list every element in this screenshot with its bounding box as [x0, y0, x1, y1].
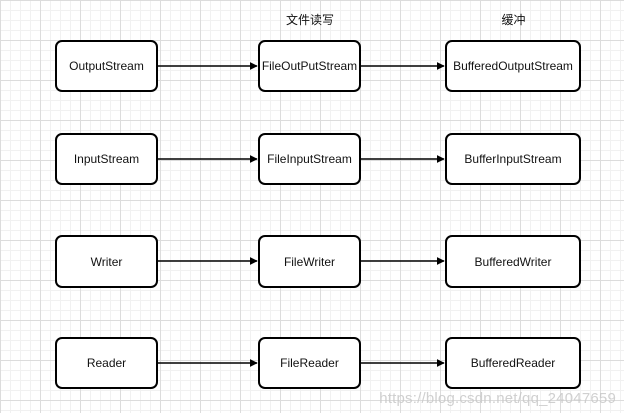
- node-bufferedreader[interactable]: BufferedReader: [445, 337, 581, 389]
- node-reader[interactable]: Reader: [55, 337, 158, 389]
- node-fileoutputstream[interactable]: FileOutPutStream: [258, 40, 361, 92]
- node-bufferinputstream[interactable]: BufferInputStream: [445, 133, 581, 185]
- column-header-file-rw: 文件读写: [285, 13, 334, 27]
- node-outputstream[interactable]: OutputStream: [55, 40, 158, 92]
- node-bufferedoutputstream[interactable]: BufferedOutputStream: [445, 40, 581, 92]
- node-fileinputstream[interactable]: FileInputStream: [258, 133, 361, 185]
- node-bufferedwriter[interactable]: BufferedWriter: [445, 235, 581, 288]
- column-header-buffer: 缓冲: [501, 13, 526, 27]
- node-writer[interactable]: Writer: [55, 235, 158, 288]
- node-inputstream[interactable]: InputStream: [55, 133, 158, 185]
- node-filewriter[interactable]: FileWriter: [258, 235, 361, 288]
- node-filereader[interactable]: FileReader: [258, 337, 361, 389]
- watermark-text: https://blog.csdn.net/qq_24047659: [379, 390, 616, 407]
